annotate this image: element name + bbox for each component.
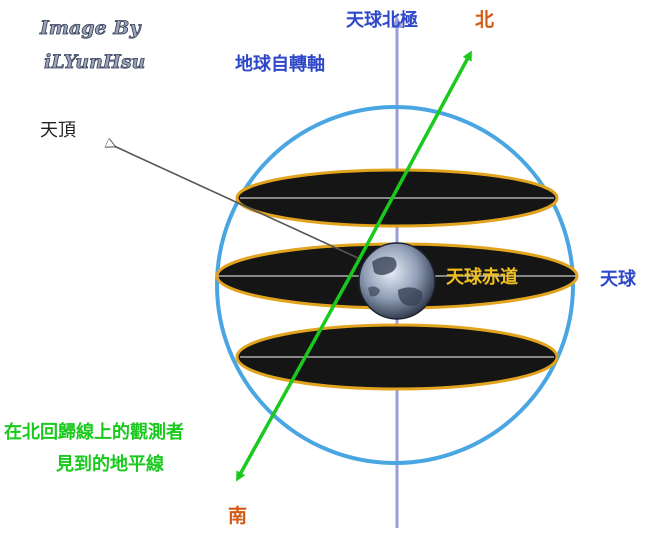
label-horizon-line1: 在北回歸線上的觀測者: [4, 421, 184, 443]
zenith-pointer: [114, 146, 359, 259]
celestial-sphere-outline: [215, 105, 575, 465]
earth: [358, 242, 436, 320]
label-earth-axis: 地球自轉軸: [235, 53, 325, 75]
label-celestial-north-pole: 天球北極: [346, 9, 418, 31]
horizon-line-north: [346, 50, 472, 281]
watermark-line2: iLYunHsu: [44, 51, 145, 73]
label-zenith: 天頂: [40, 120, 76, 141]
label-celestial-equator: 天球赤道: [446, 266, 518, 288]
label-celestial-sphere: 天球: [600, 269, 637, 290]
label-north: 北: [475, 9, 494, 31]
horizon-line-south: [236, 279, 350, 482]
watermark-line1: Image By: [39, 17, 142, 39]
label-south: 南: [228, 505, 247, 527]
label-horizon-line2: 見到的地平線: [55, 453, 164, 475]
